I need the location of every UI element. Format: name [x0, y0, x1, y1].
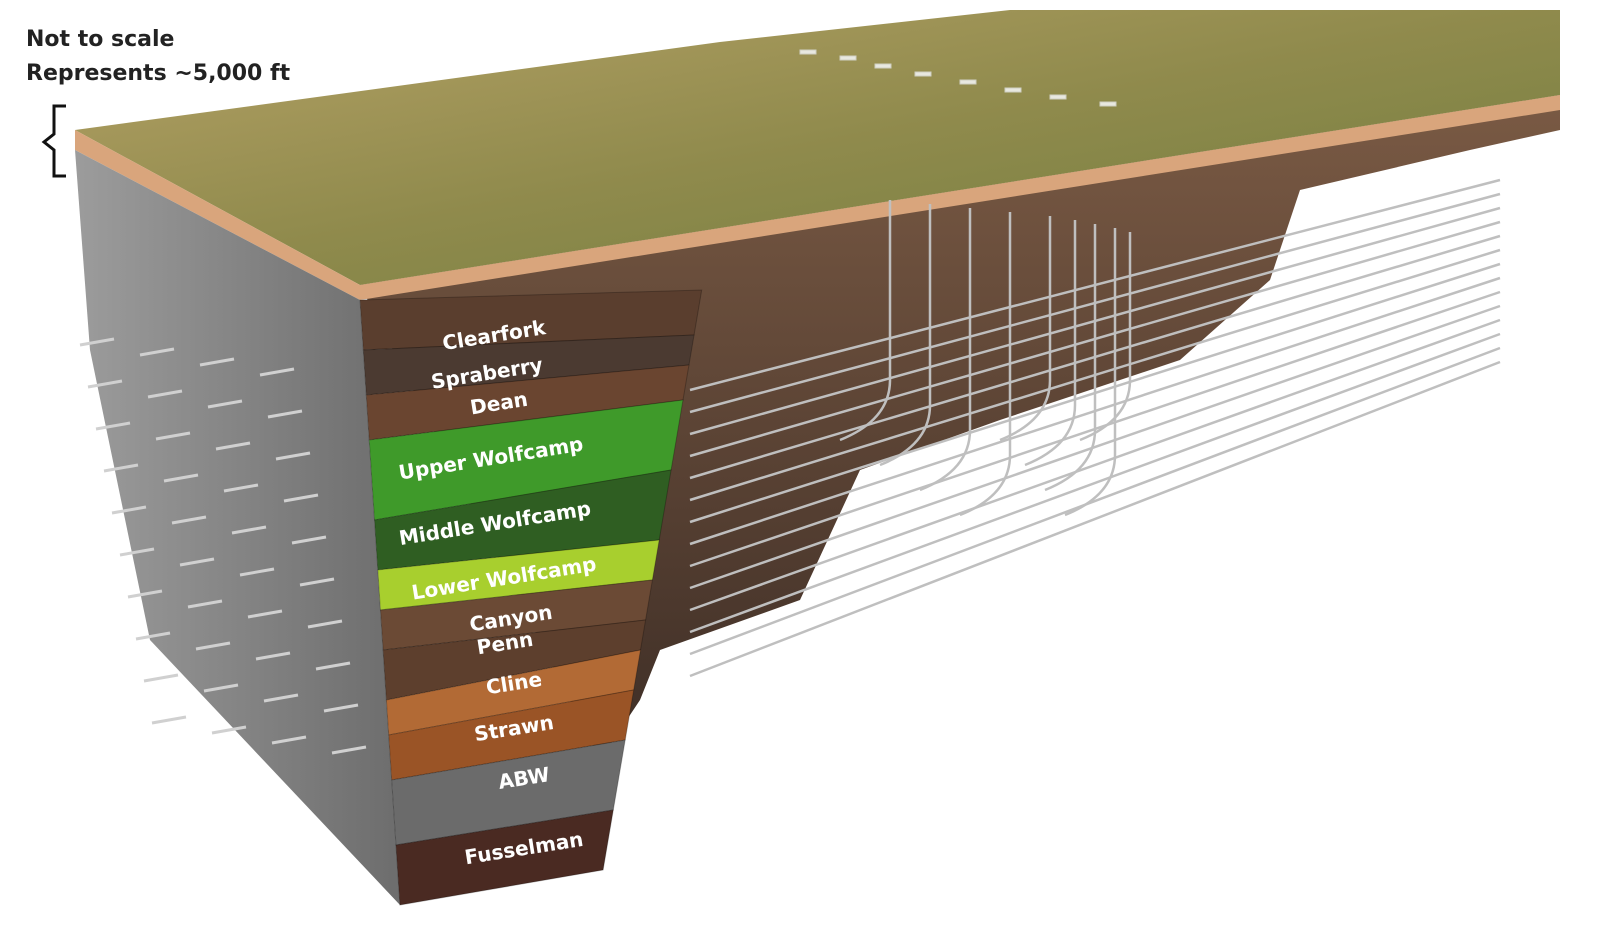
well-stub [119, 547, 155, 557]
block-right-side [360, 95, 1560, 760]
well-stub [147, 389, 183, 399]
well-stub [211, 725, 247, 735]
vertical-wellbores [839, 200, 1132, 517]
front-face-strata [359, 289, 703, 906]
well-stub [111, 505, 147, 515]
vertical-wellbore [839, 200, 892, 442]
well-stub [291, 535, 327, 545]
well-stub [275, 451, 311, 461]
well-stub [307, 619, 343, 629]
lateral-wellbore [689, 360, 1501, 678]
depth-note: Represents ~5,000 ft [26, 61, 291, 86]
well-stub [95, 421, 131, 431]
well-stub [171, 515, 207, 525]
vertical-wellbore [1064, 228, 1117, 517]
well-stub [247, 609, 283, 619]
well-stub [315, 661, 351, 671]
well-stub [187, 599, 223, 609]
well-stub [331, 745, 367, 755]
well-stub [163, 473, 199, 483]
scale-note: Not to scale [26, 27, 175, 52]
well-stub [223, 483, 259, 493]
well-stub [255, 651, 291, 661]
land-surface [75, 10, 1560, 285]
vertical-wellbore [1079, 232, 1132, 442]
well-stub [151, 715, 187, 725]
well-stub [87, 379, 123, 389]
well-stub [299, 577, 335, 587]
lateral-wellbore [689, 318, 1501, 612]
well-stub [239, 567, 275, 577]
well-stub [271, 735, 307, 745]
scale-bracket [41, 104, 66, 178]
lateral-wellbore [689, 304, 1501, 590]
well-stub [323, 703, 359, 713]
well-stub [79, 337, 115, 347]
well-stub [263, 693, 299, 703]
vertical-wellbore [999, 216, 1052, 442]
well-stub [135, 631, 171, 641]
well-stub [259, 367, 295, 377]
well-stub [203, 683, 239, 693]
stratum-band [395, 809, 614, 906]
well-stub [267, 409, 303, 419]
well-stub [103, 463, 139, 473]
block-left-face [75, 150, 400, 905]
well-pads [799, 49, 1117, 107]
well-stub [207, 399, 243, 409]
vertical-wellbore [1024, 220, 1077, 467]
well-stub [215, 441, 251, 451]
well-stub [195, 641, 231, 651]
vertical-wellbore [879, 204, 932, 467]
well-stub [179, 557, 215, 567]
vertical-wellbore [1044, 224, 1097, 492]
lateral-wellbore [689, 346, 1501, 656]
well-stub [143, 673, 179, 683]
left-face-well-stubs [79, 337, 367, 755]
well-stub [155, 431, 191, 441]
well-stub [283, 493, 319, 503]
well-stub [231, 525, 267, 535]
vertical-wellbore [959, 212, 1012, 517]
lateral-wellbore [689, 332, 1501, 634]
well-stub [139, 347, 175, 357]
well-stub [127, 589, 163, 599]
well-stub [199, 357, 235, 367]
vertical-wellbore [919, 208, 972, 492]
